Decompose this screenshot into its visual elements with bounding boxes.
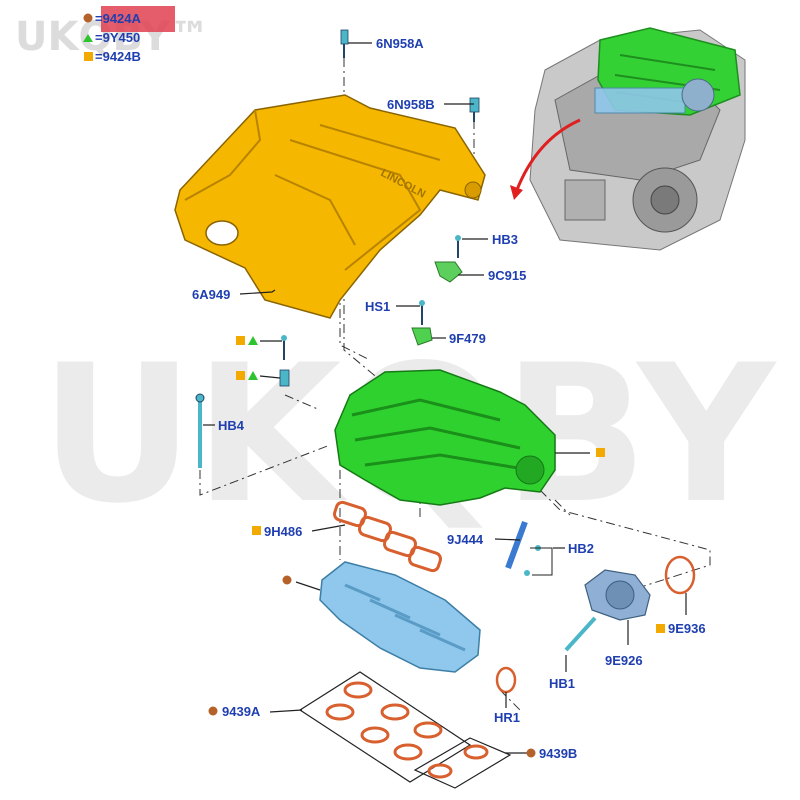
legend: =9424A =9Y450 =9424B [83,6,175,64]
triangle-marker-icon [248,336,258,345]
legend-label-9424b: =9424B [95,49,141,64]
label-9e936: 9E936 [668,621,706,636]
circle-marker-icon [83,13,93,23]
circle-marker-icon [282,575,292,585]
upper-intake-manifold [334,369,556,506]
label-9c915: 9C915 [488,268,526,283]
triangle-marker-icon [83,34,93,42]
label-hb3: HB3 [492,232,518,247]
engine-inset-image [510,27,746,251]
bolt-hb2b [524,570,530,576]
legend-label-9424a: =9424A [95,11,142,26]
callout-markers [208,336,665,758]
gasket-set-9439b [413,737,512,789]
label-hr1: HR1 [494,710,520,725]
circle-marker-icon [526,748,536,758]
valve-9c915 [434,261,463,283]
label-6a949: 6A949 [192,287,230,302]
stud-6n958a [340,29,349,45]
seal-hr1 [495,666,517,694]
fasteners [195,29,597,652]
label-9e926: 9E926 [605,653,643,668]
label-6n958a: 6N958A [376,36,424,51]
bolt-hb1 [564,616,597,652]
label-hb4: HB4 [218,418,245,433]
label-6n958b: 6N958B [387,97,435,112]
square-marker-icon [84,52,93,61]
gasket-set-9439a [298,671,472,783]
label-9439b: 9439B [539,746,577,761]
leader-lines [203,42,687,754]
square-marker-icon [236,336,245,345]
tube-9j444 [505,520,528,570]
callout-labels: 6N958A 6N958B HB3 9C915 6A949 HS1 9F479 … [192,36,706,761]
stud-6n958b [469,97,480,113]
label-hb1: HB1 [549,676,575,691]
lower-intake-manifold [319,561,481,673]
engine-cover-6a949: LINCOLN [174,94,486,319]
spacer-stud [279,369,290,387]
circle-marker-icon [208,706,218,716]
label-hs1: HS1 [365,299,390,314]
triangle-marker-icon [248,371,258,380]
label-9439a: 9439A [222,704,261,719]
label-hb2: HB2 [568,541,594,556]
label-9f479: 9F479 [449,331,486,346]
square-marker-icon [656,624,665,633]
pointer-arrow-icon [513,118,581,196]
seal-9e936 [664,555,696,595]
gasket-9h486 [333,500,442,573]
square-marker-icon [596,448,605,457]
square-marker-icon [252,526,261,535]
label-9j444: 9J444 [447,532,484,547]
legend-highlight [101,6,175,32]
sensor-9f479 [411,327,433,346]
legend-label-9y450: =9Y450 [95,30,140,45]
throttle-body-9e926 [584,569,651,621]
label-9h486: 9H486 [264,524,302,539]
square-marker-icon [236,371,245,380]
